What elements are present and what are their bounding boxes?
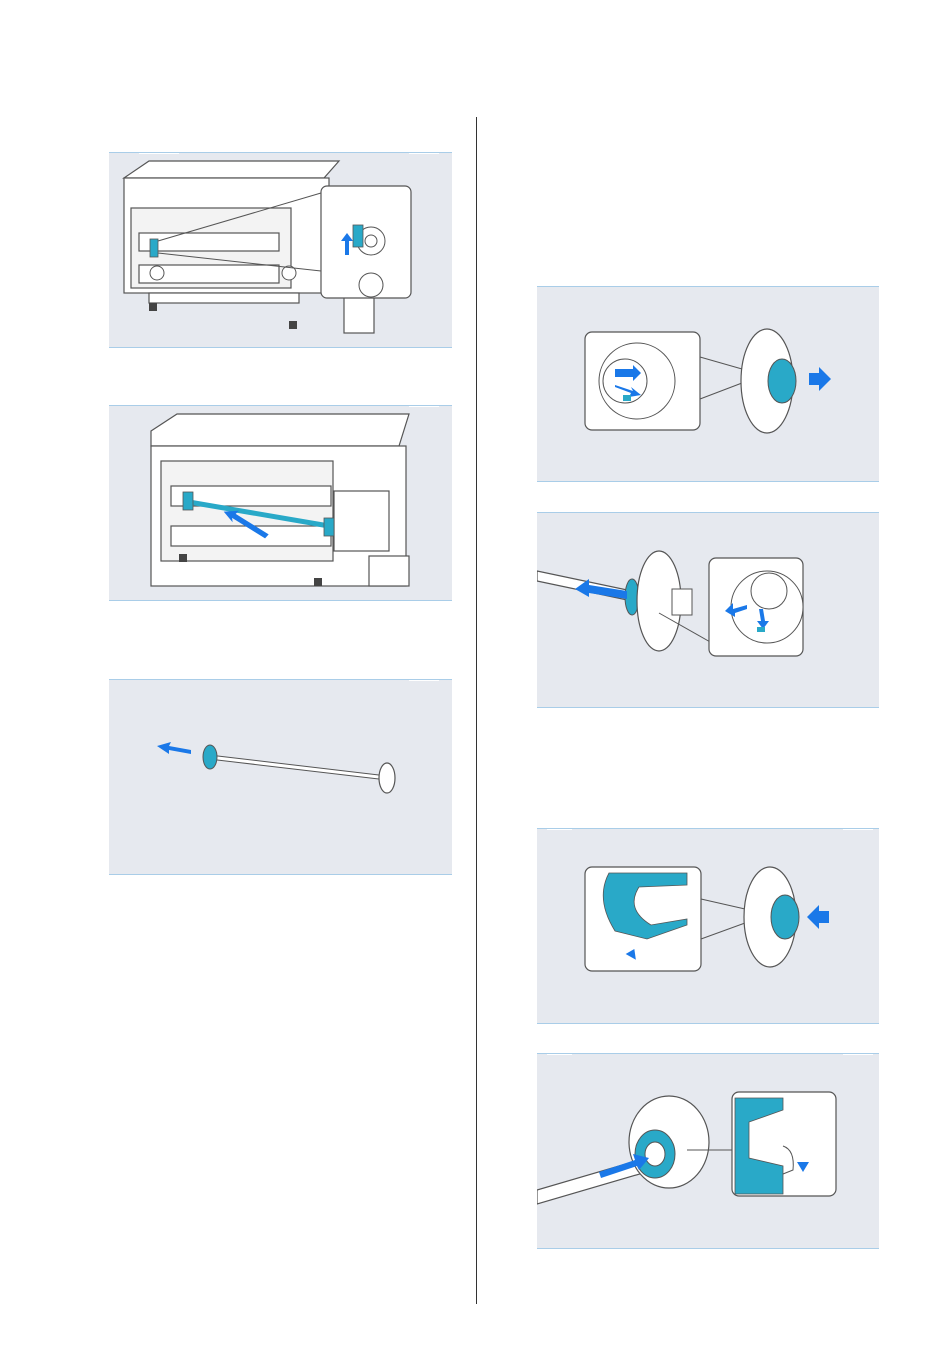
figure-remove-spindle [109,405,452,601]
push-adapter-illustration [537,1054,879,1248]
figure-insert-adapter [537,828,879,1024]
arrow-left-icon [157,742,191,754]
adapter-part-icon [768,359,796,403]
arrow-left-icon [807,905,829,929]
figure-flange-release [537,286,879,482]
flange-part-icon [203,745,217,769]
insert-adapter-illustration [537,829,879,1023]
figure-spindle [109,679,452,875]
remove-spindle-illustration [109,406,452,600]
spindle-illustration [109,680,452,874]
figure-pull-flange [537,512,879,708]
lever-part-icon [150,239,158,257]
flange-release-illustration [537,287,879,481]
printer-lever-illustration [109,153,452,347]
figure-printer-lever [109,152,452,348]
figure-push-adapter [537,1053,879,1249]
pull-flange-illustration [537,513,879,707]
column-divider [476,117,477,1304]
